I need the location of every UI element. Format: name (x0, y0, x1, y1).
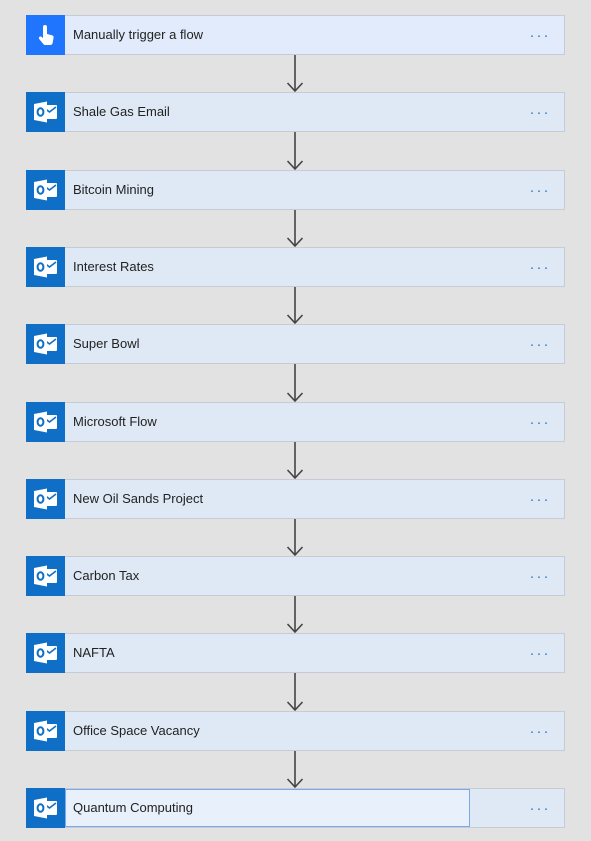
action-step-card[interactable]: Office Space Vacancy ··· (26, 710, 565, 751)
step-title: Manually trigger a flow (73, 27, 204, 42)
action-step-card[interactable]: Carbon Tax ··· (26, 555, 565, 596)
more-options-button[interactable]: ··· (529, 490, 551, 508)
more-options-button[interactable]: ··· (529, 413, 551, 431)
action-step-card[interactable]: Microsoft Flow ··· (26, 401, 565, 442)
action-step-card[interactable]: New Oil Sands Project ··· (26, 478, 565, 519)
step-title: Shale Gas Email (73, 104, 170, 119)
connector-arrow-icon (285, 287, 305, 325)
action-step-card[interactable]: Bitcoin Mining ··· (26, 169, 565, 210)
outlook-icon (26, 478, 65, 519)
more-options-button[interactable]: ··· (529, 26, 551, 44)
outlook-icon (26, 710, 65, 751)
outlook-icon (26, 555, 65, 596)
action-step-card[interactable]: Quantum Computing ··· (26, 787, 565, 828)
connector-arrow-icon (285, 751, 305, 789)
connector-arrow-icon (285, 596, 305, 634)
connector-arrow-icon (285, 132, 305, 171)
more-options-button[interactable]: ··· (529, 335, 551, 353)
more-options-button[interactable]: ··· (529, 644, 551, 662)
more-options-button[interactable]: ··· (529, 799, 551, 817)
step-title: New Oil Sands Project (73, 491, 204, 506)
outlook-icon (26, 401, 65, 442)
connector-arrow-icon (285, 519, 305, 557)
step-title: Interest Rates (73, 259, 154, 274)
more-options-button[interactable]: ··· (529, 567, 551, 585)
action-step-card[interactable]: Shale Gas Email ··· (26, 91, 565, 132)
step-title: Carbon Tax (73, 568, 140, 583)
outlook-icon (26, 323, 65, 364)
action-step-card[interactable]: Super Bowl ··· (26, 323, 565, 364)
outlook-icon (26, 246, 65, 287)
connector-arrow-icon (285, 55, 305, 93)
more-options-button[interactable]: ··· (529, 103, 551, 121)
connector-arrow-icon (285, 442, 305, 480)
action-step-card[interactable]: Interest Rates ··· (26, 246, 565, 287)
more-options-button[interactable]: ··· (529, 181, 551, 199)
more-options-button[interactable]: ··· (529, 722, 551, 740)
touch-hand-icon (26, 14, 65, 55)
step-title: Super Bowl (73, 336, 140, 351)
outlook-icon (26, 91, 65, 132)
outlook-icon (26, 169, 65, 210)
more-options-button[interactable]: ··· (529, 258, 551, 276)
step-title-input[interactable]: Quantum Computing (65, 789, 470, 827)
step-title: Microsoft Flow (73, 414, 157, 429)
outlook-icon (26, 787, 65, 828)
connector-arrow-icon (285, 673, 305, 712)
step-title: NAFTA (73, 645, 115, 660)
outlook-icon (26, 632, 65, 673)
connector-arrow-icon (285, 364, 305, 403)
step-title: Bitcoin Mining (73, 182, 154, 197)
action-step-card[interactable]: NAFTA ··· (26, 632, 565, 673)
trigger-step-card[interactable]: Manually trigger a flow ··· (26, 14, 565, 55)
step-title: Office Space Vacancy (73, 723, 200, 738)
connector-arrow-icon (285, 210, 305, 248)
